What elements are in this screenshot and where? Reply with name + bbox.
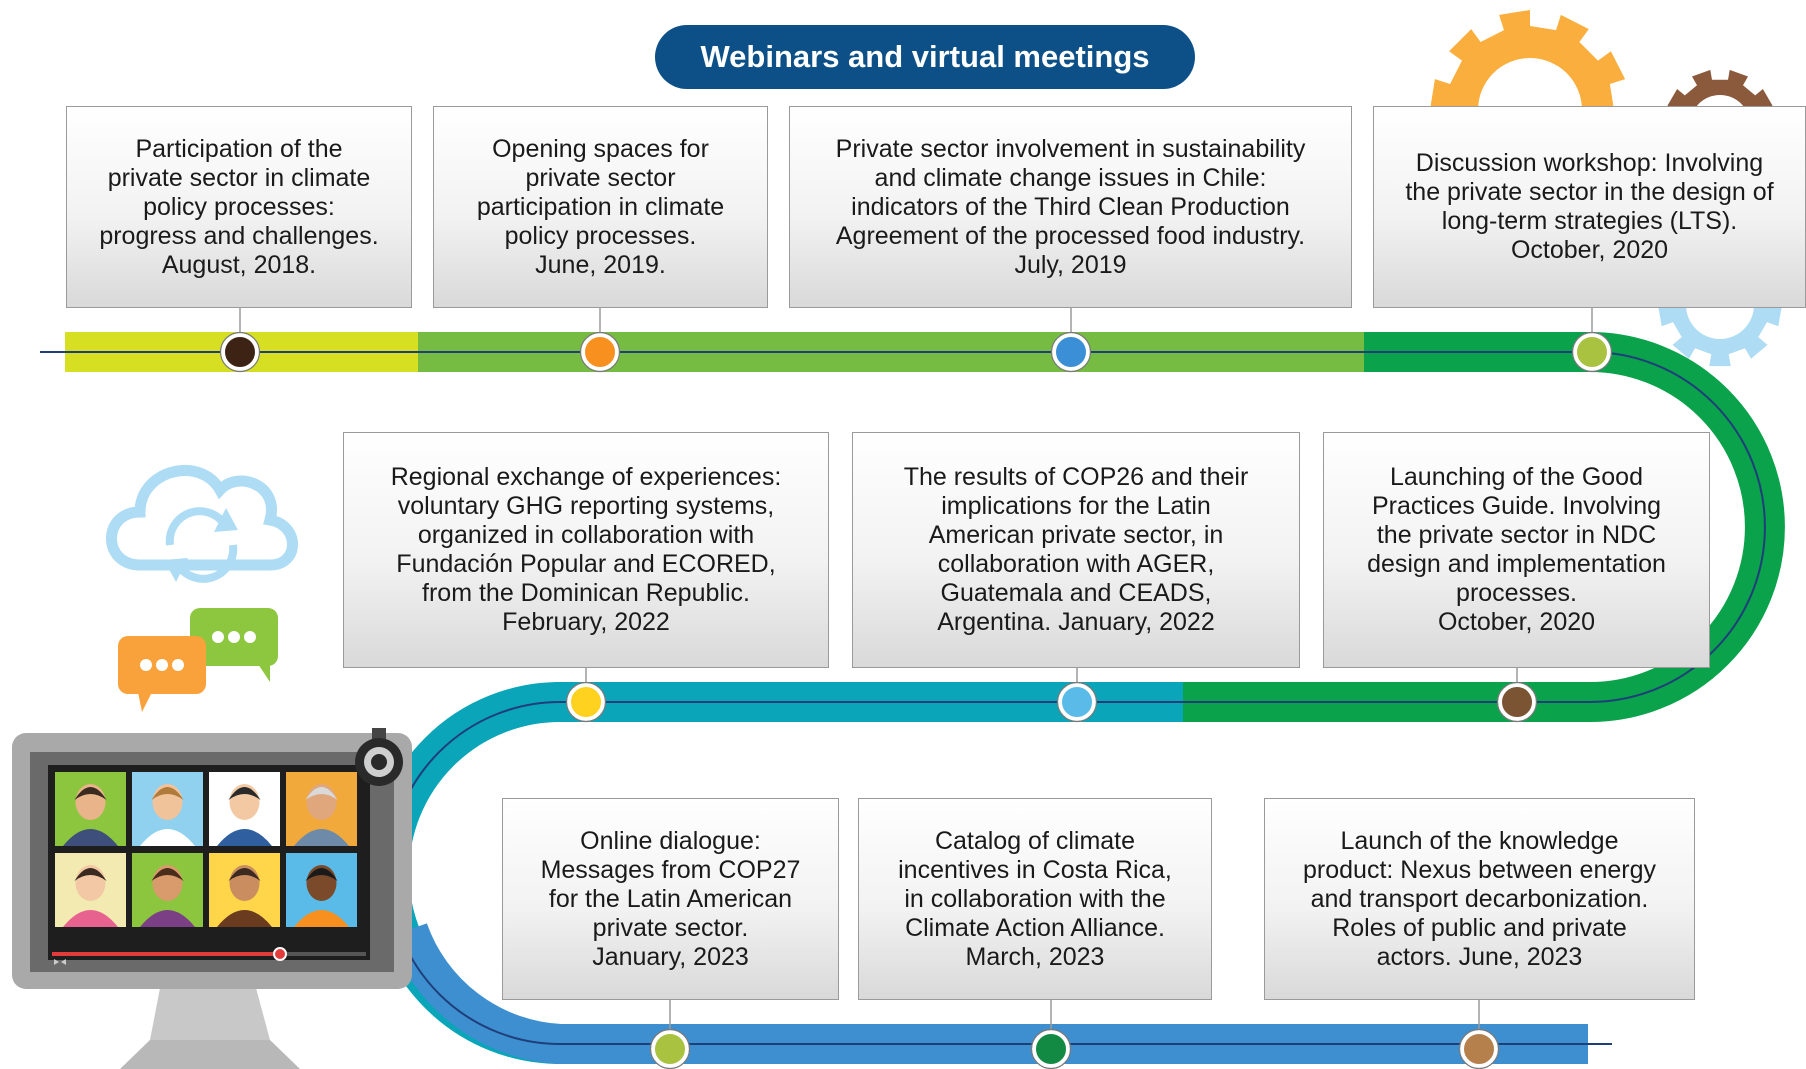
event-dot-ring <box>1571 331 1613 373</box>
participant-tile <box>55 853 126 927</box>
event-dot-ring <box>579 331 621 373</box>
event-text: Participation of the private sector in c… <box>99 134 379 279</box>
event-dot <box>581 333 619 371</box>
participant-tile <box>55 772 126 846</box>
event-card-jan-2023: Online dialogue: Messages from COP27 for… <box>502 798 839 1000</box>
event-dot <box>221 333 259 371</box>
event-dot <box>1032 1030 1070 1068</box>
participant-tile <box>286 772 357 846</box>
event-text: Regional exchange of experiences: volunt… <box>390 463 782 636</box>
event-dot <box>1058 683 1096 721</box>
event-text: Discussion workshop: Involving the priva… <box>1405 149 1774 264</box>
event-text: Launching of the Good Practices Guide. I… <box>1367 463 1666 636</box>
participant-tile <box>209 772 280 846</box>
event-dot-ring <box>1496 681 1538 723</box>
event-dot <box>651 1030 689 1068</box>
event-card-jun-2019: Opening spaces for private sector partic… <box>433 106 768 308</box>
event-card-feb-2022: Regional exchange of experiences: volunt… <box>343 432 829 668</box>
participant-tile <box>209 853 280 927</box>
event-text: Launch of the knowledge product: Nexus b… <box>1303 826 1656 971</box>
webcam-icon <box>355 728 403 786</box>
page-title: Webinars and virtual meetings <box>655 25 1195 89</box>
event-dot <box>567 683 605 721</box>
event-dot-ring <box>565 681 607 723</box>
cloud-sync-icon <box>106 465 298 583</box>
event-dot-ring <box>219 331 261 373</box>
event-card-oct-2020-lts: Discussion workshop: Involving the priva… <box>1373 106 1806 308</box>
event-text: Catalog of climate incentives in Costa R… <box>898 826 1172 971</box>
event-text: Online dialogue: Messages from COP27 for… <box>540 826 801 971</box>
event-card-mar-2023: Catalog of climate incentives in Costa R… <box>858 798 1212 1000</box>
participant-tile <box>286 853 357 927</box>
event-dot <box>1498 683 1536 721</box>
participant-tile <box>132 772 203 846</box>
event-card-jan-2022: The results of COP26 and their implicati… <box>852 432 1300 668</box>
event-text: The results of COP26 and their implicati… <box>903 463 1249 636</box>
event-dot <box>1573 333 1611 371</box>
event-text: Opening spaces for private sector partic… <box>476 134 725 279</box>
event-card-aug-2018: Participation of the private sector in c… <box>66 106 412 308</box>
event-text: Private sector involvement in sustainabi… <box>835 134 1306 279</box>
event-dot-ring <box>1056 681 1098 723</box>
event-dot <box>1460 1030 1498 1068</box>
event-card-jun-2023: Launch of the knowledge product: Nexus b… <box>1264 798 1695 1000</box>
participant-tile <box>132 853 203 927</box>
event-dot <box>1052 333 1090 371</box>
event-dot-ring <box>1050 331 1092 373</box>
event-card-oct-2020-guide: Launching of the Good Practices Guide. I… <box>1323 432 1710 668</box>
chat-bubbles-icon <box>118 608 278 712</box>
event-card-jul-2019: Private sector involvement in sustainabi… <box>789 106 1352 308</box>
monitor-video-call-icon <box>12 733 412 1069</box>
